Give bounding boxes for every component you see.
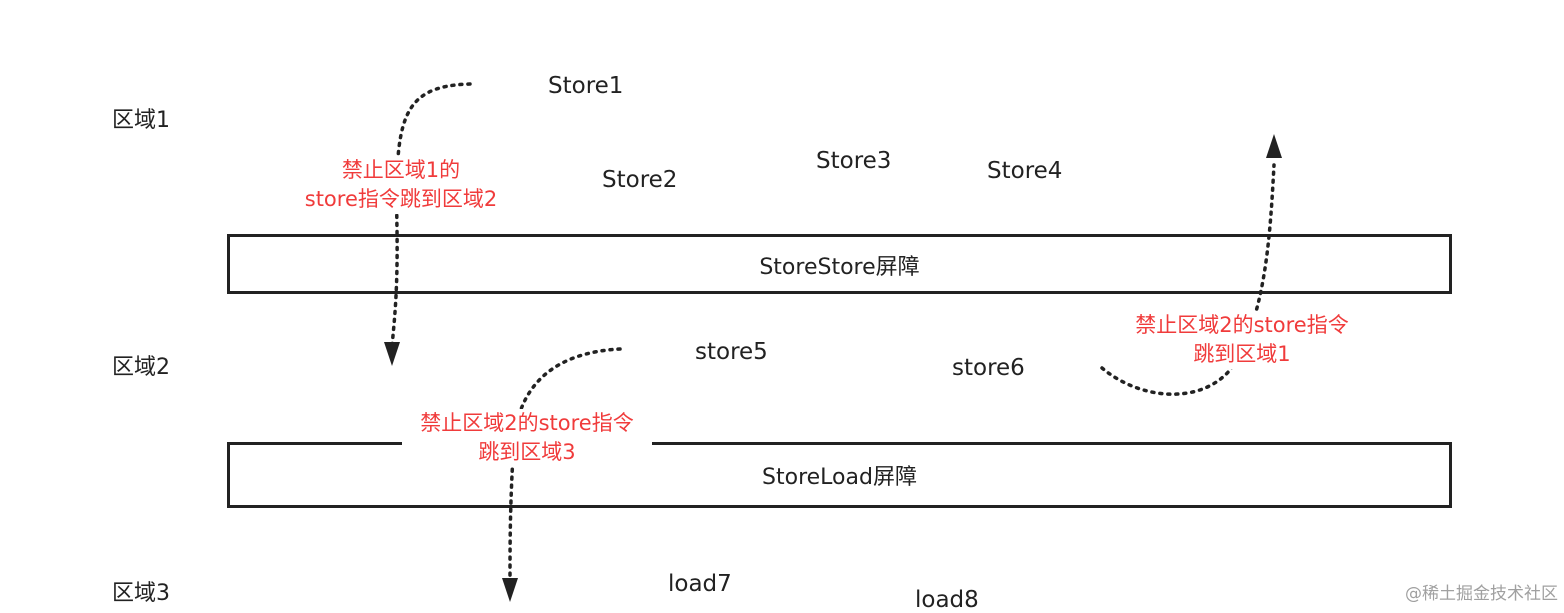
store5-label: store5 [695,339,768,365]
load8-label: load8 [915,587,979,613]
region-3-label: 区域3 [112,581,170,606]
region-1-label: 区域1 [112,108,170,133]
storeload-barrier-label: StoreLoad屏障 [762,465,917,490]
store1-label: Store1 [548,73,624,99]
arrowhead-down-r2 [384,342,400,366]
dotted-arrow-r1-to-r2 [390,82,472,350]
note-2-line-2: 跳到区域1 [1193,342,1291,366]
store4-label: Store4 [987,158,1063,184]
store3-label: Store3 [816,148,892,174]
note-region2-to-region1: 禁止区域2的store指令 跳到区域1 [1118,311,1366,369]
note-1-line-1: 禁止区域1的 [341,158,461,182]
note-2-line-1: 禁止区域2的store指令 [1135,313,1349,337]
note-3-line-1: 禁止区域2的store指令 [420,411,634,435]
storestore-barrier: StoreStore屏障 [227,234,1452,294]
arrowhead-down-r3 [502,578,518,602]
note-region2-to-region3: 禁止区域2的store指令 跳到区域3 [402,409,652,467]
region-2-label: 区域2 [112,355,170,380]
arrowhead-up-r1 [1266,134,1282,158]
note-1-line-2: store指令跳到区域2 [304,187,498,211]
watermark-text: @稀土掘金技术社区 [1405,584,1558,604]
storestore-barrier-label: StoreStore屏障 [759,255,920,280]
storeload-barrier: StoreLoad屏障 [227,442,1452,508]
note-region1-to-region2: 禁止区域1的 store指令跳到区域2 [292,156,510,214]
note-3-line-2: 跳到区域3 [478,440,576,464]
store2-label: Store2 [602,167,678,193]
load7-label: load7 [668,571,732,597]
store6-label: store6 [952,355,1025,381]
dotted-arrow-r2-to-r1 [1100,163,1276,396]
